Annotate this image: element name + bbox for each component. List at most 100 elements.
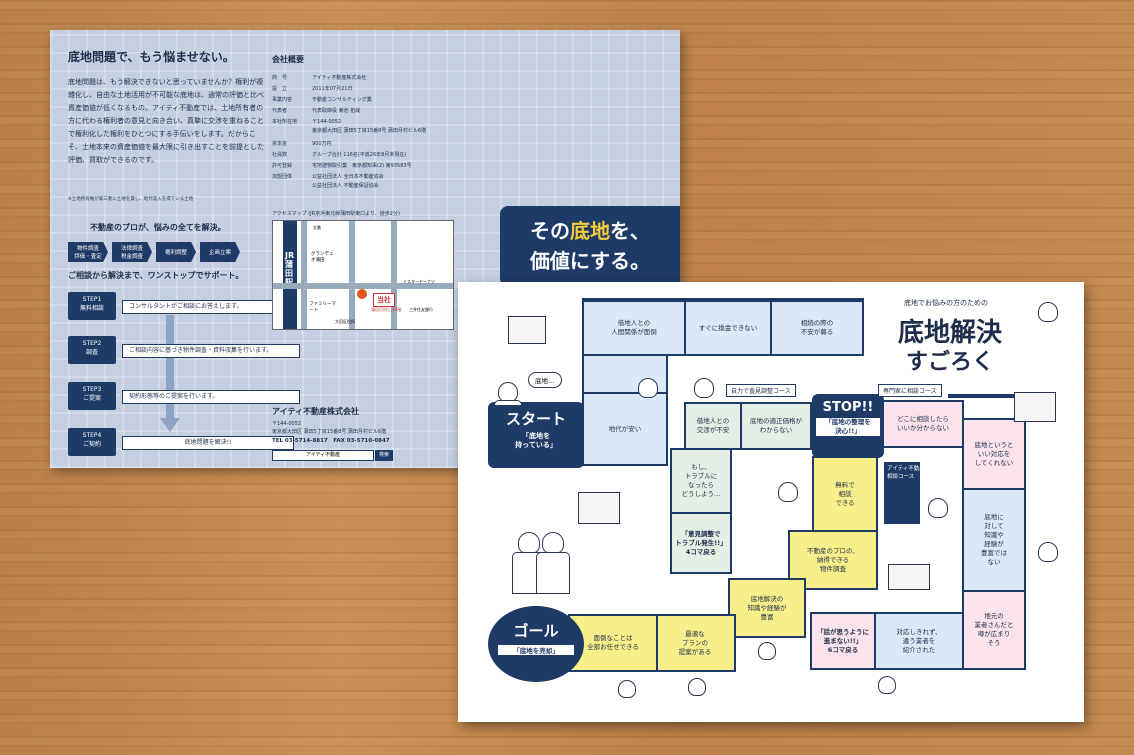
- footnote: ※土地所有権が第三者に土地を貸し、地代収入を得ている土地: [68, 197, 194, 202]
- profile-title: 会社概要: [272, 55, 304, 64]
- goal-label: ゴール: [513, 622, 559, 640]
- tagline-1: その底地を、: [530, 219, 650, 243]
- board-title-2: すごろく: [906, 350, 995, 375]
- office-building: 蒲田月村ビル6階: [371, 307, 402, 312]
- board-subtitle: 底地でお悩みの方のための: [904, 299, 988, 307]
- stop-label: STOP!!: [822, 400, 874, 415]
- profile-key: 社員数: [272, 152, 288, 158]
- access-caption: アクセスマップ (JR京浜東北線蒲田駅東口より、徒歩2分): [272, 211, 400, 217]
- profile-key: 本社所在地: [272, 119, 298, 125]
- service-4: 企画立案: [200, 242, 240, 262]
- speech-bubble: 底地…: [528, 372, 562, 388]
- cell-negotiation: 借地人との 交渉が不安: [684, 402, 742, 450]
- profile-key: 代表者: [272, 108, 288, 114]
- back-title: 底地問題で、もう悩ませない。: [68, 50, 235, 64]
- person-illustration: [778, 482, 798, 502]
- search-box: アイティ不動産: [272, 450, 374, 461]
- brochure-back: 底地問題で、もう悩ませない。 底地問題は、もう解決できないと思っていませんか？権…: [50, 30, 680, 468]
- service-1: 物件調査 評価・査定: [68, 242, 108, 262]
- goal-sub: 「底地を売却」: [498, 645, 574, 655]
- profile-value: 宅地建物取引業 東京都知事(2) 第93583号: [312, 163, 412, 169]
- step4-text: 底地問題を解決!!: [122, 436, 294, 450]
- tagline-line1: その底地を、: [500, 216, 680, 246]
- service-2: 法律調査 税金調査: [112, 242, 152, 262]
- address: 東京都大田区 蒲田5丁目15番8号 蒲田月村ビル6階: [272, 429, 387, 435]
- person-illustration: [518, 532, 540, 554]
- house-illustration: [578, 492, 620, 524]
- cell-referred: 対応しきれず、 違う業者を 紹介された: [874, 612, 964, 670]
- profile-value: 900万円: [312, 141, 332, 147]
- map-label: 大田区役所: [335, 319, 355, 324]
- rail-line: [283, 221, 297, 329]
- person-illustration: [928, 498, 948, 518]
- profile-key: 事業内容: [272, 97, 293, 103]
- house-illustration: [888, 564, 930, 590]
- onestop-heading: ご相談から解決まで、ワンストップでサポート。: [68, 271, 244, 280]
- profile-value: 代表取締役 菊池 拓哉: [312, 108, 361, 114]
- map-label: 三井住友銀行: [409, 307, 433, 312]
- road: [273, 283, 453, 289]
- service-3: 権利調整: [156, 242, 196, 262]
- cell-proposal: 最適な プランの 提案がある: [654, 614, 736, 672]
- step1-label: STEP1 無料相談: [68, 292, 116, 320]
- road: [349, 221, 355, 329]
- flow-arrow: [166, 315, 174, 420]
- cell-where: どこに相談したら いいか分からない: [882, 400, 964, 448]
- start-sub: 「底地を 持っている」: [515, 432, 557, 449]
- profile-key: 加盟団体: [272, 174, 293, 180]
- profile-key: 資本金: [272, 141, 288, 147]
- profile-key: 設 立: [272, 86, 288, 92]
- profile-value: 公益社団法人 全日本不動産協会: [312, 174, 384, 180]
- phone-fax: TEL 03-5714-8817 FAX 03-5710-0847: [272, 438, 390, 444]
- cell-price: 底地の適正価格が わからない: [740, 402, 812, 450]
- person-illustration: [688, 678, 706, 696]
- cell-knowledge: 底地に 対して 知識や 経験が 豊富では ない: [962, 488, 1026, 592]
- cell-response: 底地というと いい対応を してくれない: [962, 418, 1026, 490]
- profile-value: 東京都大田区 蒲田5丁目15番8号 蒲田月村ビル6階: [312, 128, 427, 134]
- step4-label: STEP4 ご契約: [68, 428, 116, 456]
- stop-badge: STOP!! 「底地の整理を 決心!!」: [812, 394, 884, 458]
- house-illustration: [1014, 392, 1056, 422]
- step3-text: 契約形態等のご提案を行います。: [122, 390, 300, 404]
- cell-back6: 「話が思うように 進まない!!」 6コマ戻る: [810, 612, 876, 670]
- services-heading: 不動産のプロが、悩みの全てを解決。: [90, 223, 226, 232]
- cell-inheritance: 相続の際の 不安が募る: [770, 300, 864, 356]
- path-border: [948, 394, 1028, 398]
- board-title-1: 底地解決: [898, 318, 1003, 348]
- intro-text: 底地問題は、もう解決できないと思っていませんか？権利が複雑化し、自由な土地活用が…: [68, 78, 264, 164]
- cell-relations: 借地人との 人間関係が面倒: [582, 300, 686, 356]
- person-illustration: [1038, 542, 1058, 562]
- person-illustration: [542, 532, 564, 554]
- profile-value: 2011年07月21日: [312, 86, 353, 92]
- company-name: アイティ不動産株式会社: [272, 407, 359, 416]
- tagline-box: その底地を、 価値にする。: [500, 206, 680, 286]
- step2-label: STEP2 調査: [68, 336, 116, 364]
- map-label: 交番: [313, 225, 321, 230]
- route-aity: アイティ不動産に 相談コース: [884, 462, 930, 524]
- profile-value: グループ合計 116名(平成26年8月末現在): [312, 152, 407, 158]
- cell-cash: すぐに換金できない: [684, 300, 772, 356]
- road: [391, 221, 397, 329]
- step2-text: ご相談内容に基づき物件調査・資料収集を行います。: [122, 344, 300, 358]
- step3-label: STEP3 ご提案: [68, 382, 116, 410]
- house-illustration: [508, 316, 546, 344]
- person-illustration: [758, 642, 776, 660]
- map-label: ファミリーマート: [309, 302, 336, 313]
- person-illustration: [498, 382, 518, 402]
- person-illustration: [1038, 302, 1058, 322]
- cell-free-consult: 無料で 相談 できる: [812, 456, 878, 532]
- cell-trouble: もし、 トラブルに なったら どうしよう…: [670, 448, 732, 514]
- stop-sub: 「底地の整理を 決心!!」: [816, 418, 880, 436]
- cell-rumor: 地元の 業者さんだと 噂が広まり そう: [962, 590, 1026, 670]
- person-illustration: [878, 676, 896, 694]
- profile-key: 許可登録: [272, 163, 293, 169]
- person-illustration: [638, 378, 658, 398]
- office-label: 当社: [373, 293, 395, 307]
- map-label: ミスタードーナツ: [403, 279, 435, 284]
- person-illustration: [536, 552, 570, 594]
- start-label: スタート: [505, 410, 566, 428]
- tagline-line2: 価値にする。: [529, 249, 651, 273]
- search-button: 検索: [375, 450, 393, 461]
- cell-low-rent: 地代が安い: [582, 392, 668, 466]
- road: [301, 221, 307, 329]
